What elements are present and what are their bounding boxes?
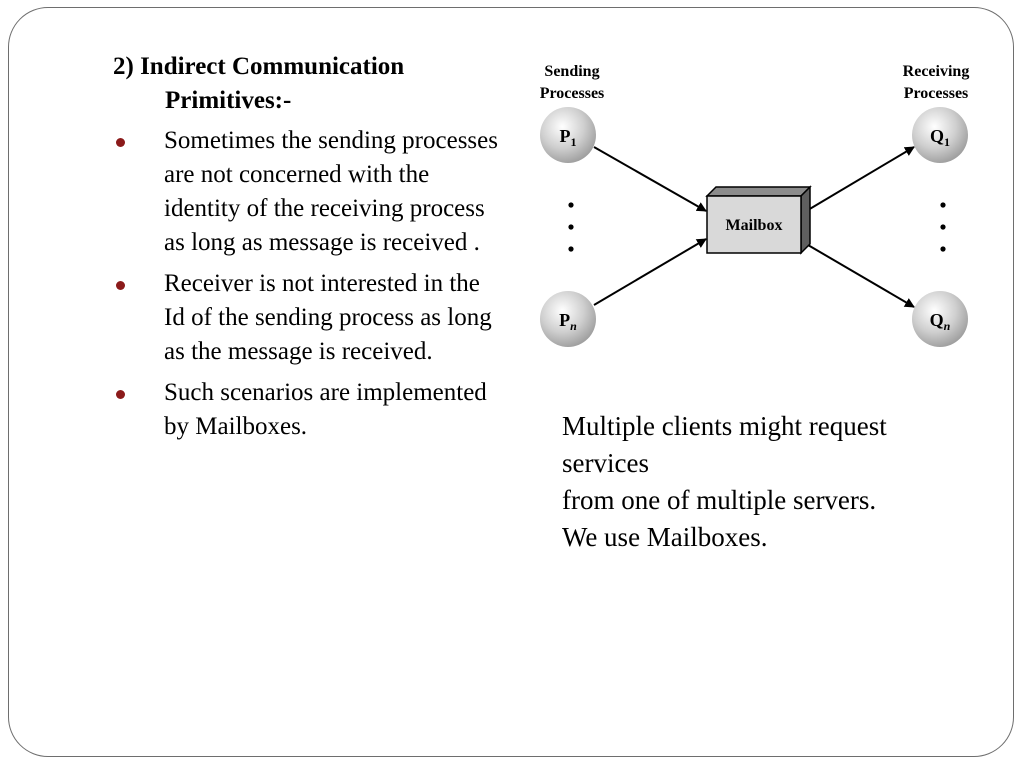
mailbox-box: Mailbox [705,185,812,255]
bullet-item: Such scenarios are implemented by Mailbo… [116,376,506,444]
pn-sub: n [570,319,577,333]
bullet-item: Receiver is not interested in the Id of … [116,267,506,369]
heading-line-1: 2) Indirect Communication [113,53,405,80]
bullet-list: Sometimes the sending processes are not … [116,124,506,451]
q1-sub: 1 [944,135,950,149]
receiving-label-line-2: Processes [904,85,969,102]
process-q1: Q1 [912,107,968,163]
svg-text:P1: P1 [560,126,577,149]
arrow-mailbox-to-q1 [807,146,915,211]
p1-letter: P [560,126,571,146]
bullet-item: Sometimes the sending processes are not … [116,124,506,260]
bullet-dot-icon [116,281,125,290]
sending-ellipsis [568,202,574,252]
bullet-dot-icon [116,138,125,147]
sending-label-line-2: Processes [540,85,605,102]
qn-letter: Q [930,310,944,330]
qn-sub: n [944,319,951,333]
mailbox-diagram: Sending Processes Receiving Processes P1… [540,63,970,347]
diagram-caption: Multiple clients might request services … [562,408,982,556]
pn-letter: P [559,310,570,330]
arrow-mailbox-to-qn [807,244,915,308]
p1-sub: 1 [571,135,577,149]
bullet-text: Sometimes the sending processes are not … [164,127,498,256]
receiving-ellipsis [940,202,946,252]
svg-text:Pn: Pn [559,310,577,333]
heading-line-2: Primitives:- [165,87,292,114]
sending-label-line-1: Sending [544,63,599,80]
arrow-p1-to-mailbox [593,146,707,212]
q1-letter: Q [930,126,944,146]
bullet-dot-icon [116,390,125,399]
svg-text:Qn: Qn [930,310,951,333]
receiving-label-line-1: Receiving [903,63,970,80]
process-pn: Pn [540,291,596,347]
arrow-pn-to-mailbox [593,238,707,306]
caption-line-1: Multiple clients might request [562,411,887,441]
mailbox-label: Mailbox [726,217,783,234]
process-qn: Qn [912,291,968,347]
caption-line-2: services [562,448,649,478]
bullet-text: Such scenarios are implemented by Mailbo… [164,379,487,440]
svg-text:Q1: Q1 [930,126,950,149]
slide-frame [8,7,1014,757]
bullet-text: Receiver is not interested in the Id of … [164,270,492,365]
process-p1: P1 [540,107,596,163]
caption-line-4: We use Mailboxes. [562,522,768,552]
caption-line-3: from one of multiple servers. [562,485,877,515]
slide-heading: 2) Indirect Communication Primitives:- [113,50,513,118]
